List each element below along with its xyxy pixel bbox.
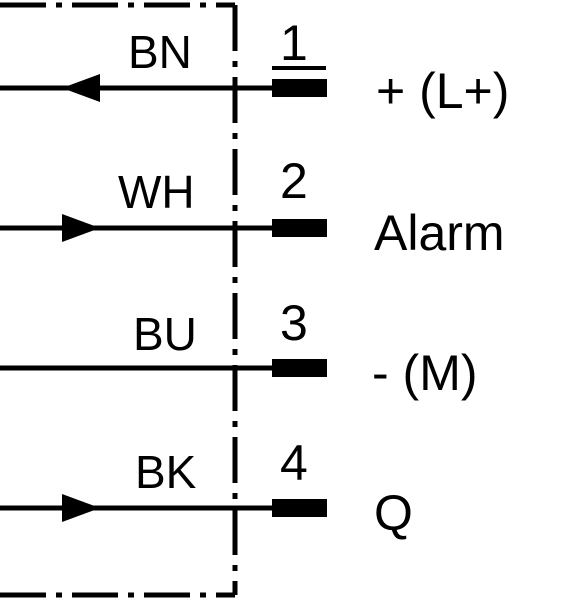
pin-row-4: BK 4 Q xyxy=(0,435,413,541)
wire-color-label: BN xyxy=(128,26,192,78)
wire-color-label: BU xyxy=(133,308,197,360)
pin-terminal xyxy=(272,499,327,517)
arrow-right-icon xyxy=(62,494,100,522)
pin-row-1: BN 1 + (L+) xyxy=(0,15,509,119)
signal-label: Q xyxy=(374,485,413,541)
pin-row-2: WH 2 Alarm xyxy=(0,153,505,261)
pin-row-3: BU 3 - (M) xyxy=(0,295,478,401)
pin-number: 2 xyxy=(280,153,308,209)
pin-terminal xyxy=(272,219,327,237)
arrow-right-icon xyxy=(62,214,100,242)
pin-terminal xyxy=(272,359,327,377)
pin-number: 4 xyxy=(280,435,308,491)
signal-label: Alarm xyxy=(374,205,505,261)
pin-number: 1 xyxy=(280,15,308,71)
wire-color-label: BK xyxy=(135,446,197,498)
arrow-left-icon xyxy=(62,74,100,102)
pin-number: 3 xyxy=(280,295,308,351)
housing-boundary xyxy=(0,2,238,598)
signal-label: - (M) xyxy=(372,345,478,401)
pin-terminal xyxy=(272,79,327,97)
wire-color-label: WH xyxy=(118,166,195,218)
signal-label: + (L+) xyxy=(376,63,509,119)
